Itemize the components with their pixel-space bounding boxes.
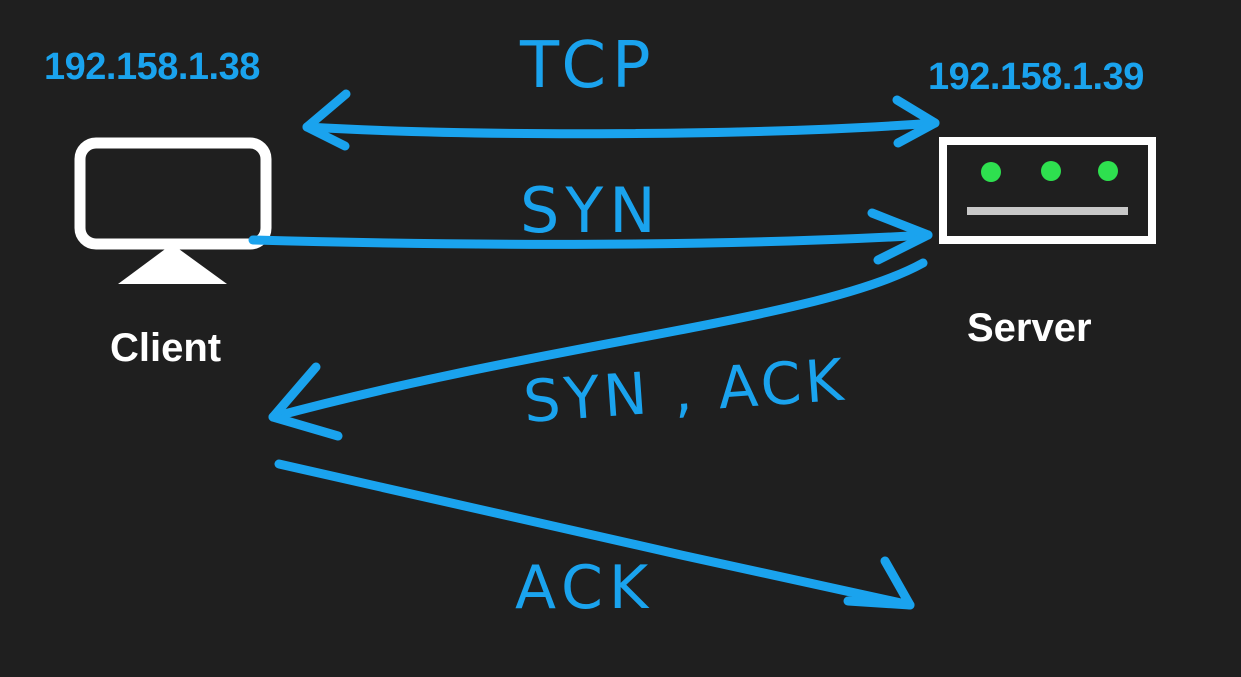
server-label: Server — [967, 306, 1092, 350]
syn-ack-label: SYN , ACK — [521, 346, 849, 436]
ack-label: ACK — [515, 553, 654, 623]
syn-arrow — [248, 208, 933, 265]
tcp-label: TCP — [519, 29, 657, 103]
syn-ack-arrow — [268, 258, 928, 441]
syn-label: SYN — [520, 174, 662, 247]
ack-arrow — [274, 459, 915, 610]
server-ip-address: 192.158.1.39 — [928, 56, 1144, 98]
server-icon — [939, 137, 1156, 244]
client-label: Client — [110, 326, 222, 370]
tcp-connection-arrow — [302, 89, 940, 151]
monitor-icon — [74, 137, 272, 284]
client-ip-address: 192.158.1.38 — [44, 46, 260, 88]
